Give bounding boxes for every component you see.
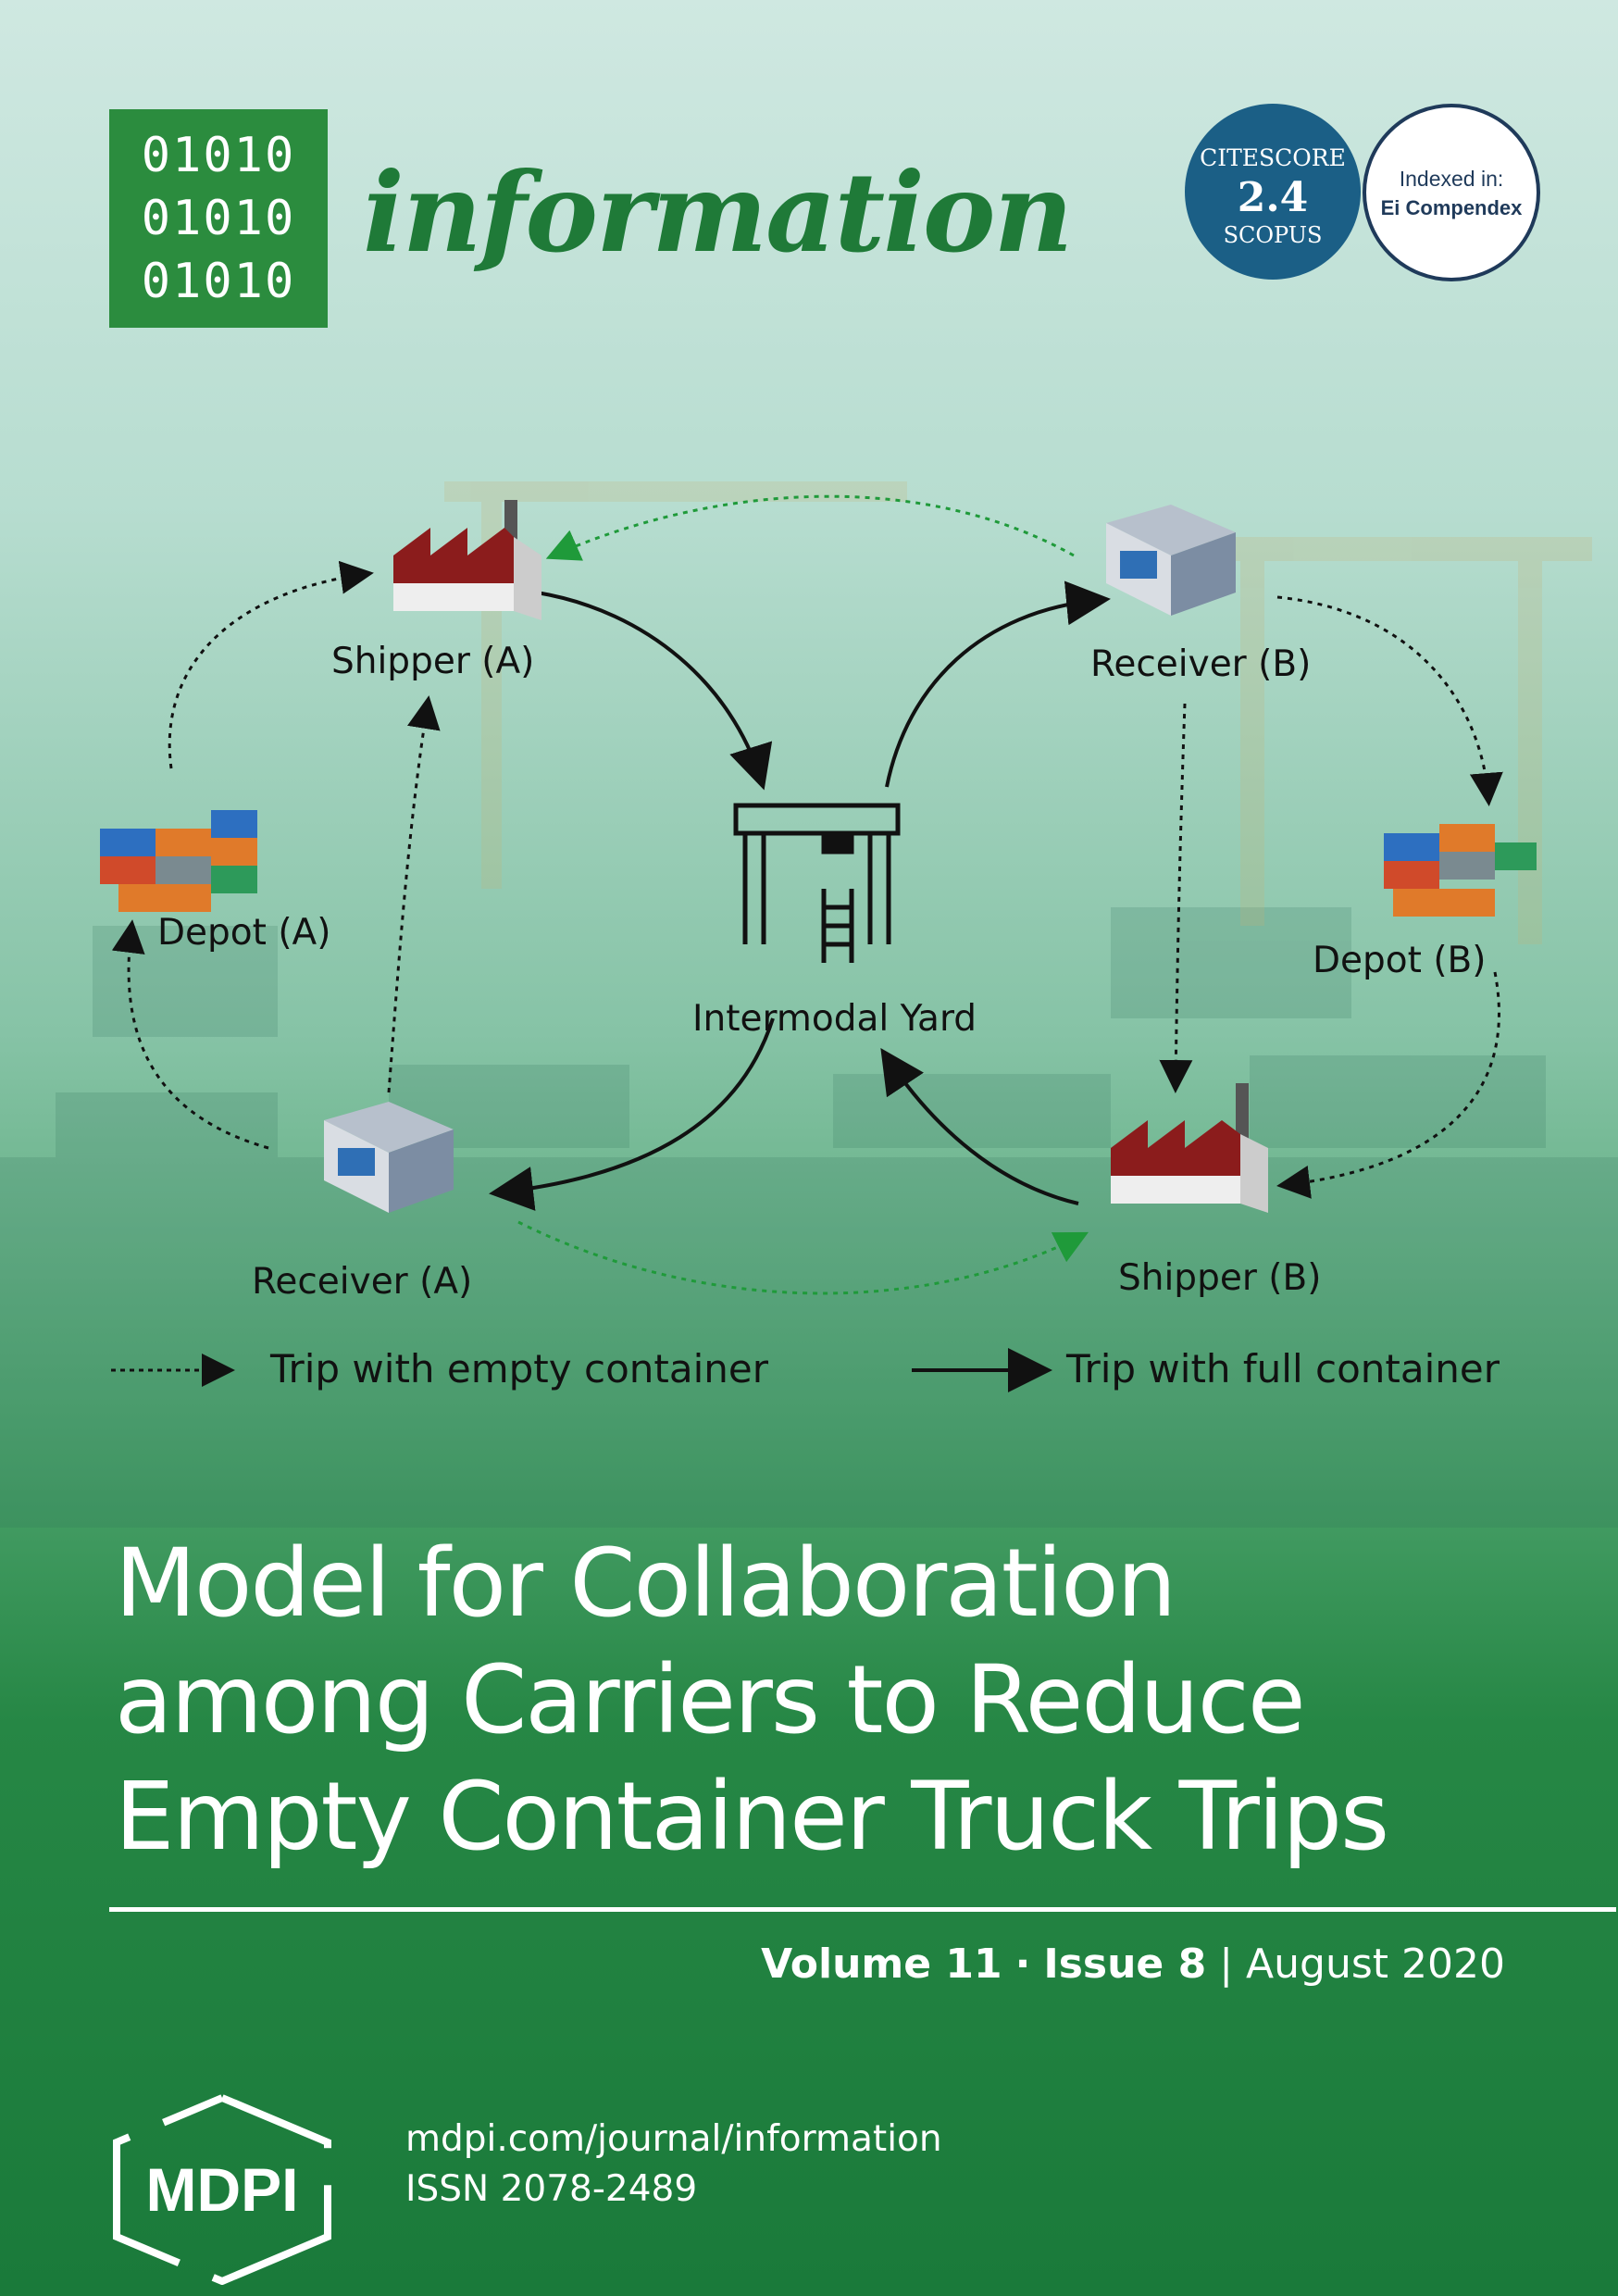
- issue-info: Volume 11 · Issue 8 | August 2020: [761, 1940, 1505, 1988]
- empty-trip-arrows: [111, 560, 1503, 1199]
- node-label-depot-a: Depot (A): [157, 912, 331, 954]
- warehouse-icon: [1106, 505, 1236, 616]
- article-title-line: Model for Collaboration: [115, 1529, 1176, 1639]
- cover-diagram: [100, 494, 1537, 1392]
- issue-separator: ·: [1014, 1940, 1031, 1988]
- node-label-depot-b: Depot (B): [1313, 940, 1487, 981]
- node-label-receiver-b: Receiver (B): [1090, 643, 1312, 685]
- article-title: Model for Collaboration among Carriers t…: [115, 1526, 1559, 1876]
- gantry-crane-icon: [733, 803, 901, 963]
- containers-icon: [1384, 824, 1537, 917]
- citescore-badge: CITESCORE 2.4 SCOPUS: [1185, 104, 1361, 280]
- article-title-line: among Carriers to Reduce: [115, 1645, 1306, 1755]
- index-name: Ei Compendex: [1380, 196, 1523, 219]
- article-title-line: Empty Container Truck Trips: [115, 1762, 1389, 1872]
- index-badge: Indexed in: Ei Compendex: [1363, 104, 1540, 281]
- node-label-shipper-a: Shipper (A): [331, 641, 535, 682]
- node-label-receiver-a: Receiver (A): [252, 1261, 473, 1303]
- node-label-shipper-b: Shipper (B): [1118, 1257, 1322, 1299]
- logo-binary-line: 01010: [141, 191, 296, 246]
- full-trip-arrows: [489, 580, 1111, 1211]
- container-stacks: [0, 907, 1618, 1528]
- journal-name: information: [363, 148, 1073, 277]
- node-label-intermodal-yard: Intermodal Yard: [692, 998, 977, 1040]
- logo-binary-line: 01010: [141, 254, 296, 309]
- mdpi-logo: MDPI: [113, 2094, 331, 2285]
- citescore-source: SCOPUS: [1223, 222, 1323, 248]
- issue-date: August 2020: [1246, 1940, 1505, 1988]
- mdpi-logo-text: MDPI: [146, 2155, 299, 2224]
- factory-icon: [1111, 1083, 1268, 1213]
- citescore-label: CITESCORE: [1200, 144, 1346, 171]
- legend-empty-label: Trip with empty container: [270, 1346, 768, 1391]
- index-label: Indexed in:: [1399, 167, 1504, 191]
- containers-icon: [100, 810, 257, 912]
- collaboration-arrows: [517, 494, 1089, 1295]
- issue-label: Issue 8: [1043, 1940, 1207, 1988]
- journal-url[interactable]: mdpi.com/journal/information: [405, 2118, 942, 2160]
- legend-full-label: Trip with full container: [1066, 1346, 1500, 1391]
- volume-label: Volume 11: [761, 1940, 1002, 1988]
- citescore-value: 2.4: [1237, 174, 1309, 221]
- issn: ISSN 2078-2489: [405, 2168, 698, 2210]
- issue-divider: |: [1219, 1940, 1234, 1988]
- logo-binary-line: 01010: [141, 128, 296, 183]
- journal-logo: 01010 01010 01010: [109, 109, 328, 328]
- factory-icon: [393, 500, 541, 620]
- title-divider: [109, 1907, 1616, 1912]
- warehouse-icon: [324, 1102, 454, 1213]
- port-cranes: [444, 481, 1592, 944]
